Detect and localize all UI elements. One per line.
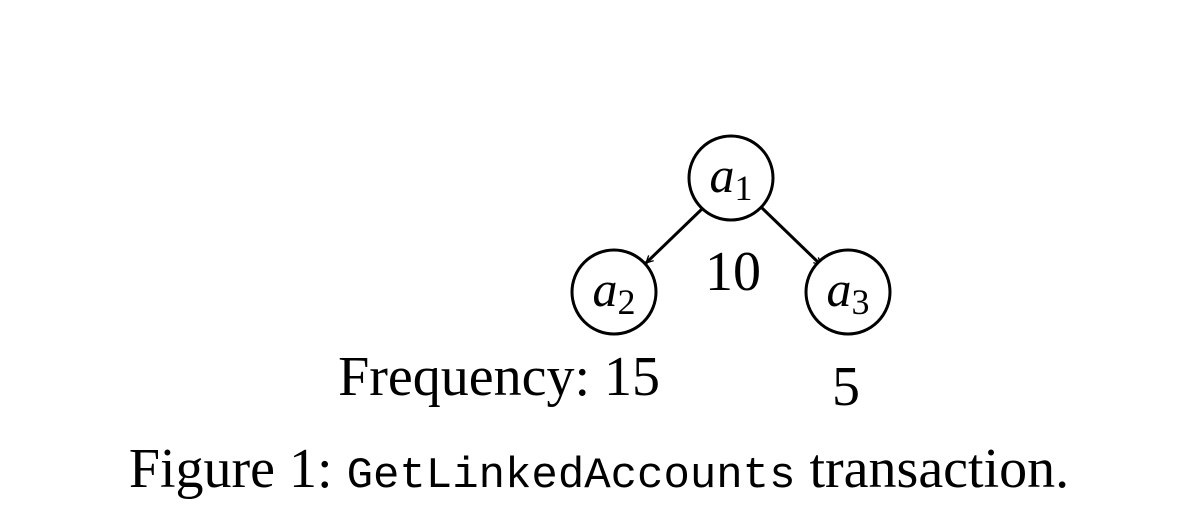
figure-caption: Figure 1: GetLinkedAccounts transaction. [0,434,1198,511]
caption-prefix: Figure 1: [128,438,333,500]
frequency-right-value: 5 [832,356,860,418]
caption-code: GetLinkedAccounts [346,451,796,501]
node-a1-sub: 1 [735,168,753,208]
node-a3-base: a [827,261,852,317]
node-a1-base: a [710,147,735,203]
node-a3: a3 [804,248,892,336]
svg-text:a3: a3 [827,261,870,322]
edge-a1-a2 [646,206,705,265]
edge-weight-label: 10 [705,241,761,303]
caption-suffix: transaction. [809,438,1070,500]
svg-text:a2: a2 [593,261,636,322]
node-a3-sub: 3 [852,282,870,322]
node-a2-sub: 2 [618,282,636,322]
frequency-label: Frequency: 15 [338,346,660,408]
node-a2: a2 [570,248,658,336]
node-a2-base: a [593,261,618,317]
svg-text:a1: a1 [710,147,753,208]
edge-a1-a3 [760,206,821,267]
node-a1: a1 [687,134,775,222]
